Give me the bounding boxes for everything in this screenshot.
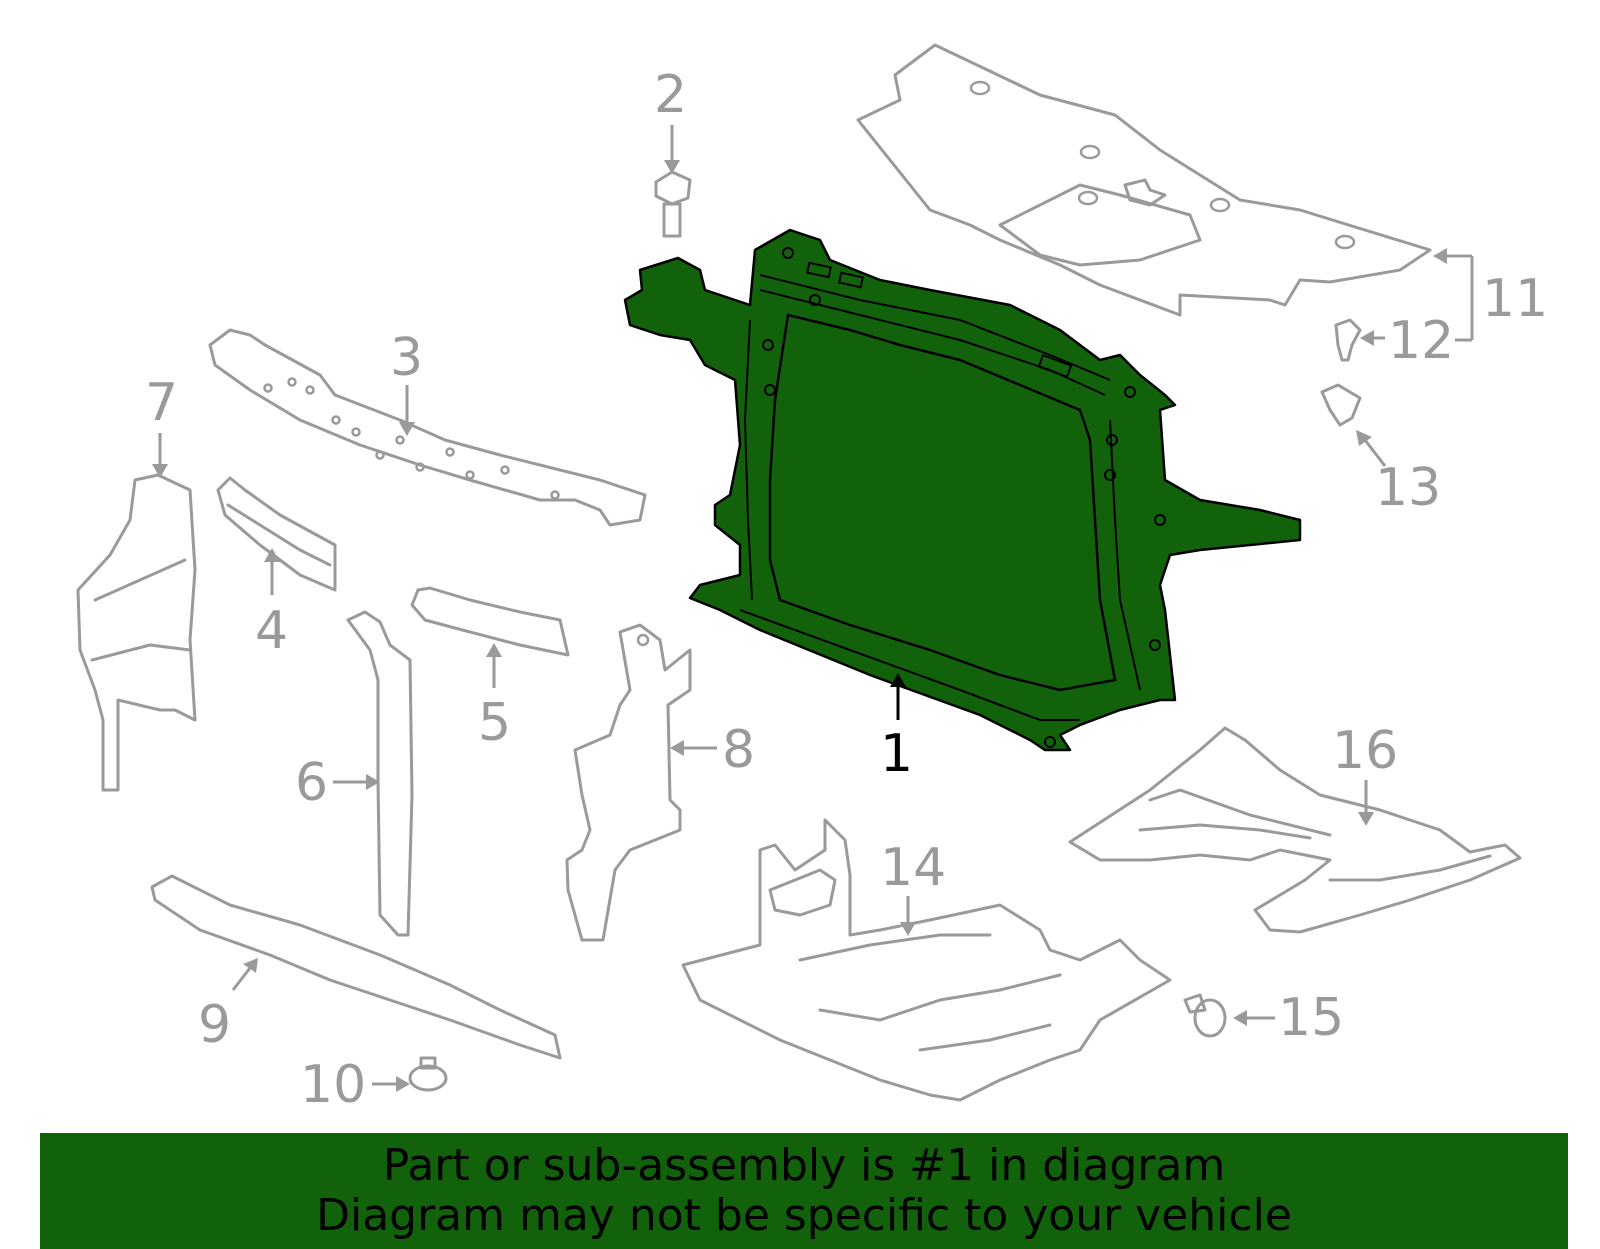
part-6-vertical-brace[interactable] [346, 610, 414, 937]
part-5-strip[interactable] [410, 586, 570, 657]
callout-labels: 1 2 3 4 5 6 7 8 9 10 11 12 13 14 15 16 [145, 65, 1548, 1115]
part-11-engine-cover[interactable] [856, 43, 1432, 317]
part-7-air-guide[interactable] [76, 473, 197, 792]
part-2-bolt[interactable] [654, 170, 692, 238]
callout-1: 1 [880, 724, 913, 784]
banner-line-1: Part or sub-assembly is #1 in diagram [382, 1140, 1226, 1191]
callout-4: 4 [255, 601, 288, 661]
part-13-nut[interactable] [1320, 383, 1362, 427]
callout-7: 7 [145, 373, 178, 433]
callout-13: 13 [1375, 458, 1441, 518]
part-16-right-under-cover[interactable] [1068, 726, 1522, 934]
banner-line-2: Diagram may not be specific to your vehi… [316, 1190, 1292, 1241]
part-15-screw-clip[interactable] [1183, 993, 1227, 1038]
part-10-clip[interactable] [408, 1056, 448, 1092]
part-8-air-guide[interactable] [565, 623, 692, 942]
callout-15: 15 [1278, 988, 1344, 1048]
part-9-deflector[interactable] [150, 874, 562, 1060]
callout-2: 2 [654, 65, 687, 125]
callout-3: 3 [390, 328, 423, 388]
callout-11: 11 [1482, 269, 1548, 329]
leader-arrows [152, 125, 1474, 1092]
callout-8: 8 [722, 720, 755, 780]
callout-14: 14 [880, 838, 946, 898]
info-banner: Part or sub-assembly is #1 in diagram Di… [40, 1133, 1568, 1249]
part-14-under-cover[interactable] [681, 818, 1172, 1102]
callout-6: 6 [295, 753, 328, 813]
part-3-upper-bar[interactable] [208, 328, 647, 527]
callout-9: 9 [198, 995, 231, 1055]
callout-12: 12 [1388, 311, 1454, 371]
part-1-radiator-support[interactable] [623, 228, 1302, 752]
callout-10: 10 [300, 1055, 366, 1115]
part-12-clip[interactable] [1334, 318, 1362, 362]
callout-5: 5 [478, 693, 511, 753]
part-4-bracket[interactable] [216, 476, 337, 592]
callout-16: 16 [1332, 721, 1398, 781]
